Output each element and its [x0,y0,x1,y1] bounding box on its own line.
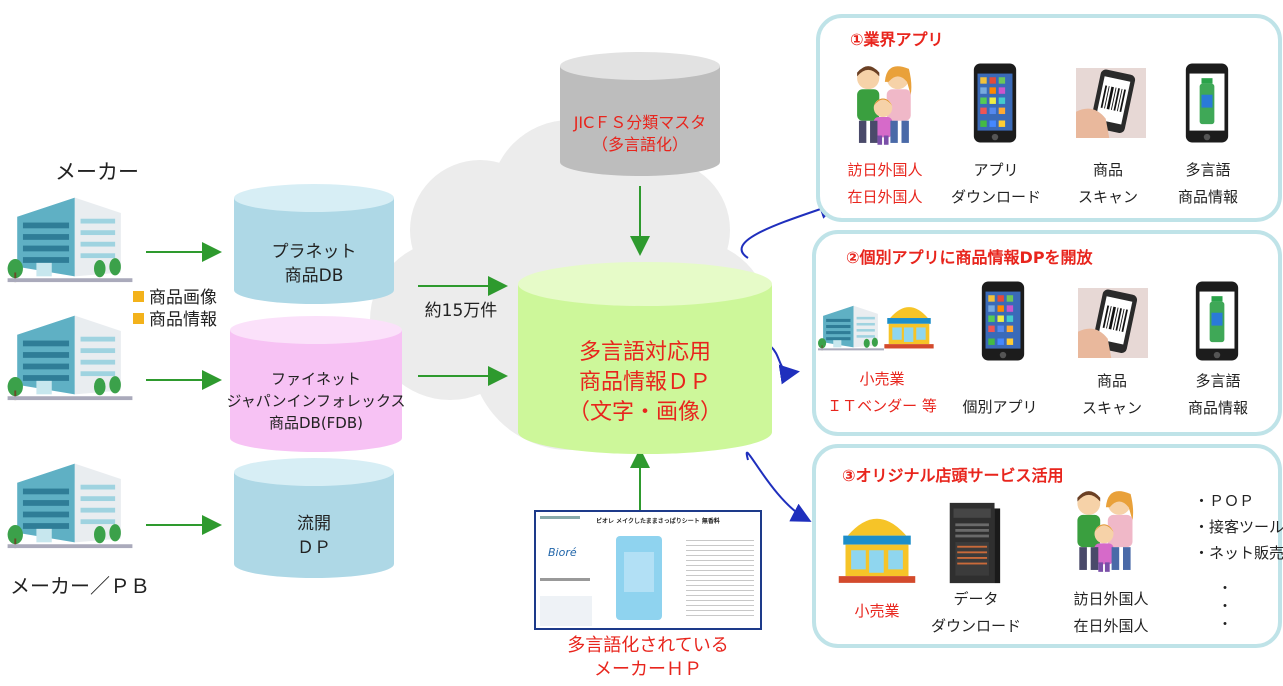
store-icon [880,300,938,352]
bullet-square-icon [133,291,144,302]
office-building-icon [818,300,884,352]
bullet-list: 商品画像 商品情報 [133,287,217,331]
smartphone-icon [1194,278,1240,364]
main-db-label: 多言語対応用商品情報ＤＰ（文字・画像） [567,340,722,425]
webpage-icon: ビオレ メイクしたままさっぱりシート 無香料 Bioré [534,510,762,630]
family-icon [1066,486,1142,576]
database-icon [234,184,394,304]
service-list: ・ＰＯＰ ・接客ツール ・ネット販売 [1194,488,1283,566]
database-icon [560,52,720,176]
list-item: ・ネット販売 [1194,544,1283,562]
store-icon [832,508,922,588]
maker-pb-label: メーカー／ＰＢ [10,574,150,598]
caption-scan: 商品スキャン [1081,372,1142,417]
database-icon [230,316,402,452]
caption-scan: 商品スキャン [1077,161,1138,206]
caption-individual-app: 個別アプリ [962,398,1038,416]
list-item: ・接客ツール [1194,518,1283,536]
panel-title: ①業界アプリ [850,30,944,49]
bullet-item: 商品画像 [133,287,217,309]
caption-multilingual-info: 多言語商品情報 [1187,372,1248,417]
smartphone-icon [980,278,1026,364]
smartphone-icon [1184,60,1230,146]
caption-visitors: 訪日外国人在日外国人 [847,161,923,206]
caption-retail: 小売業 [854,602,900,620]
panel-title: ③オリジナル店頭サービス活用 [842,466,1064,485]
database-icon [518,262,772,454]
count-label: 約15万件 [424,301,498,321]
barcode-scan-icon [1076,64,1146,142]
caption-data-download: データダウンロード [930,590,1021,635]
caption-app-download: アプリダウンロード [950,161,1041,206]
panel-title: ②個別アプリに商品情報DPを開放 [846,248,1093,267]
bullet-item: 商品情報 [133,309,217,331]
finet-db-label: ファイネットジャパンインフォレックス商品DB(FDB) [226,370,406,432]
smartphone-icon [972,60,1018,146]
caption-multilingual-info: 多言語商品情報 [1177,161,1238,206]
more-dots: ・ ・ ・ [1218,581,1232,633]
webpage-title: ビオレ メイクしたままさっぱりシート 無香料 [596,518,720,525]
caption-visitors: 訪日外国人在日外国人 [1073,590,1149,635]
maker-hp-caption: 多言語化されているメーカーＨＰ [567,635,729,680]
maker-label: メーカー [55,160,139,184]
family-icon [846,62,920,148]
barcode-scan-icon [1078,284,1148,362]
bullet-square-icon [133,313,144,324]
planet-db-label: プラネット商品DB [271,242,357,286]
list-item: ・ＰＯＰ [1194,492,1255,510]
brand-logo: Bioré [548,546,577,559]
database-icon [234,458,394,578]
server-icon [946,500,1002,586]
jicfs-db-label: JICＦＳ分類マスタ（多言語化） [573,113,707,154]
